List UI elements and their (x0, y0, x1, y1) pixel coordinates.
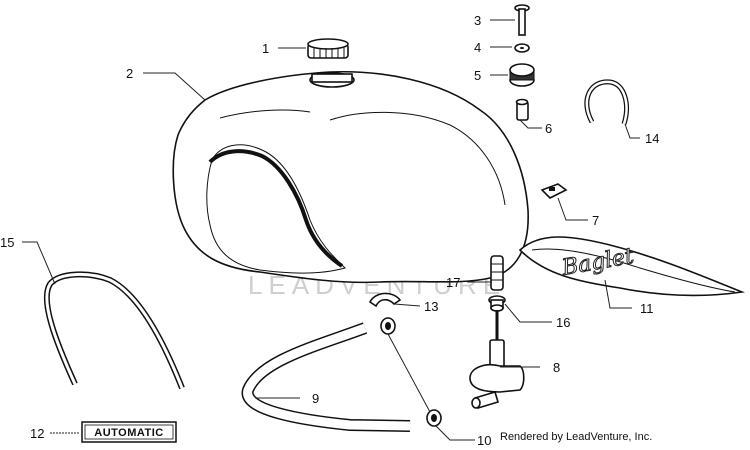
washer[interactable] (514, 43, 530, 53)
callout-numbers: 1 2 3 4 5 6 7 8 9 10 11 12 13 14 15 16 1… (0, 13, 659, 448)
callout-5: 5 (474, 68, 481, 83)
tank-decal[interactable]: Baglet (518, 236, 746, 297)
trim-strip-large[interactable] (43, 271, 185, 390)
callout-3: 3 (474, 13, 481, 28)
callout-10: 10 (477, 433, 491, 448)
callout-17: 17 (446, 275, 460, 290)
callout-8: 8 (553, 360, 560, 375)
hose-clamp[interactable] (380, 317, 442, 427)
callout-15: 15 (0, 235, 14, 250)
callout-6: 6 (545, 121, 552, 136)
callout-2: 2 (126, 66, 133, 81)
leader-lines (22, 19, 640, 441)
callout-1: 1 (262, 41, 269, 56)
fuel-valve[interactable] (469, 310, 525, 409)
rubber-mount[interactable] (509, 63, 535, 87)
fuel-tank[interactable] (172, 70, 529, 284)
callout-12: 12 (30, 426, 44, 441)
trim-strip-small[interactable] (584, 79, 629, 125)
fuel-filter[interactable] (490, 255, 504, 291)
callout-16: 16 (556, 315, 570, 330)
callout-11: 11 (640, 301, 654, 316)
callout-7: 7 (592, 213, 599, 228)
credit-text: Rendered by LeadVenture, Inc. (500, 431, 652, 443)
fuel-cap[interactable] (307, 38, 349, 59)
clip-nut[interactable] (540, 183, 568, 199)
callout-4: 4 (474, 40, 481, 55)
screw[interactable] (514, 4, 530, 36)
spacer[interactable] (515, 98, 529, 121)
callout-9: 9 (312, 391, 319, 406)
fuel-hose[interactable] (241, 322, 411, 432)
callout-14: 14 (645, 131, 659, 146)
valve-seal[interactable] (488, 295, 506, 312)
callout-13: 13 (424, 299, 438, 314)
automatic-decal[interactable]: AUTOMATIC (81, 421, 177, 443)
automatic-decal-text: AUTOMATIC (94, 427, 163, 439)
